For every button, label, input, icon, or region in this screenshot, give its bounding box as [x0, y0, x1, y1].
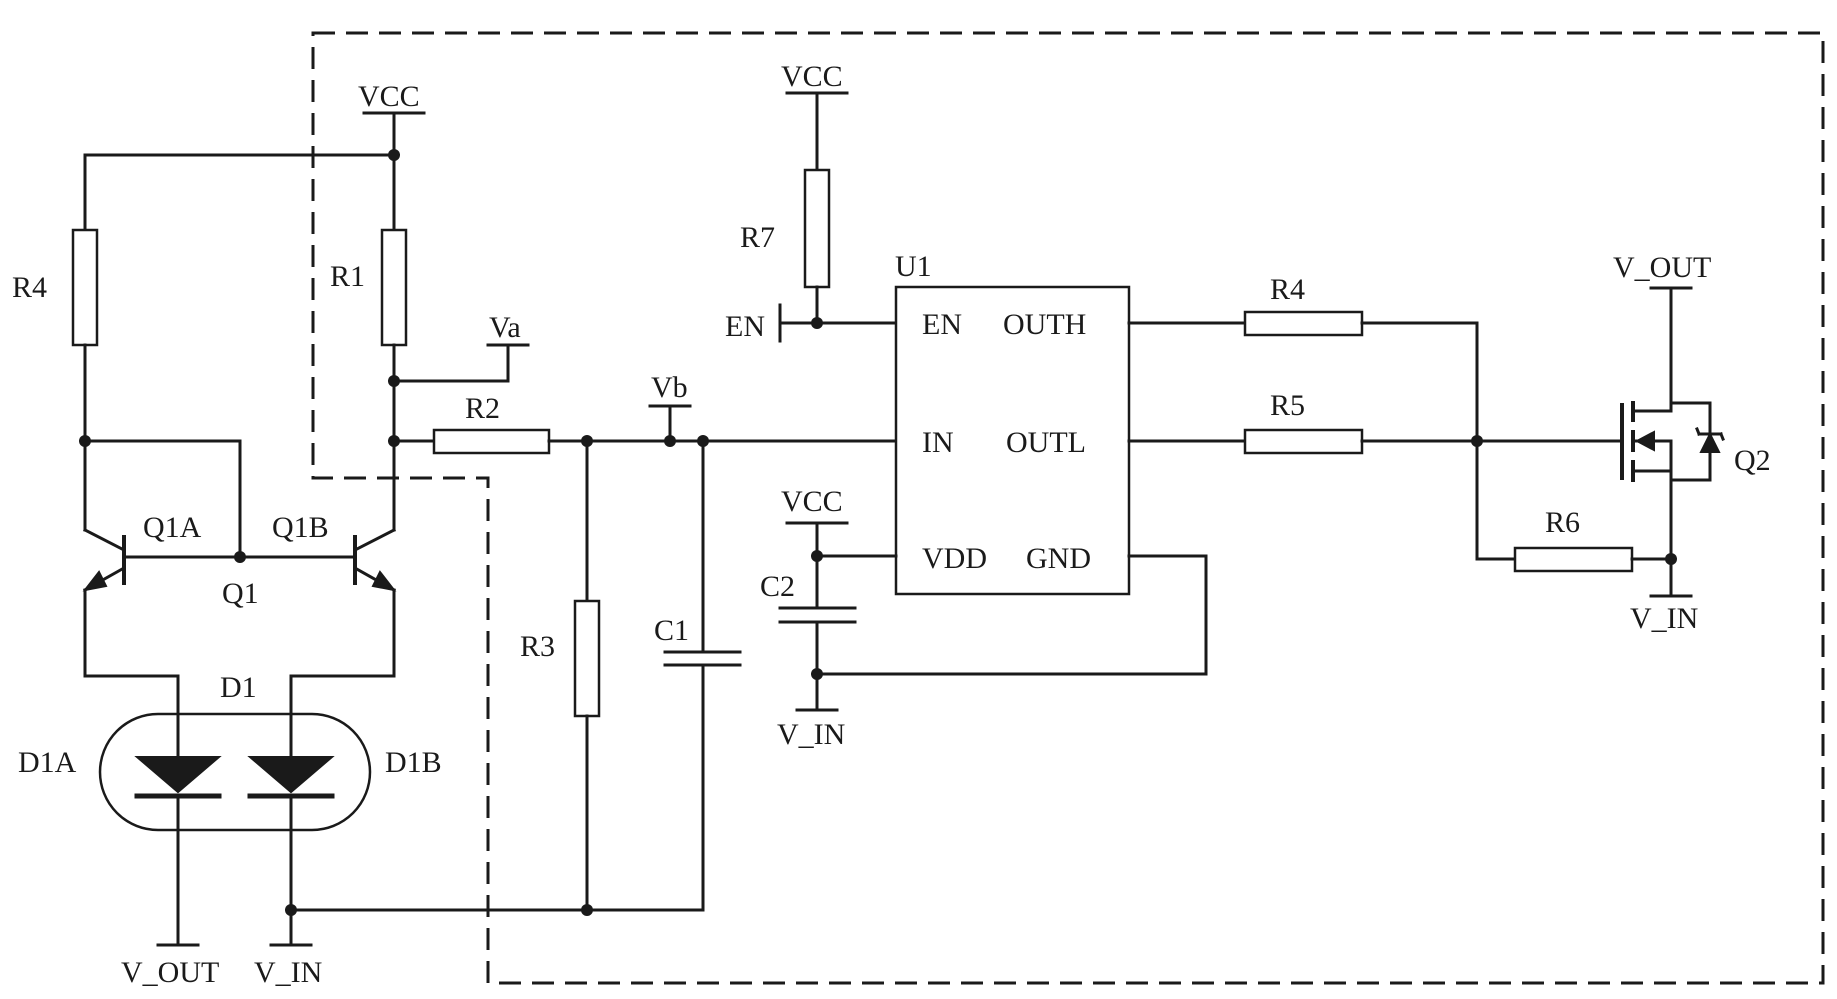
- u1-pin-en: EN: [922, 308, 962, 341]
- u1-pin-gnd: GND: [1026, 542, 1091, 575]
- q1-label: Q1: [222, 577, 259, 610]
- q2-label: Q2: [1734, 444, 1771, 477]
- dashed-boundary: [311, 31, 1825, 985]
- driver-network: [778, 91, 1208, 712]
- vb-label: Vb: [651, 371, 688, 404]
- c1-label: C1: [654, 614, 689, 647]
- q1a-label: Q1A: [143, 511, 202, 544]
- r6-label: R6: [1545, 506, 1580, 539]
- r2-label: R2: [465, 392, 500, 425]
- vcc-label-left: VCC: [358, 80, 420, 113]
- u1-pin-outh: OUTH: [1003, 308, 1086, 341]
- c2-label: C2: [760, 570, 795, 603]
- u1-pin-labels: EN OUTH IN OUTL VDD GND: [922, 308, 1091, 575]
- r5-label: R5: [1270, 389, 1305, 422]
- r4-right-label: R4: [1270, 273, 1305, 306]
- r4-left-label: R4: [12, 271, 47, 304]
- u1-pin-outl: OUTL: [1006, 426, 1086, 459]
- d1-label: D1: [220, 671, 257, 704]
- d1b-label: D1B: [385, 746, 442, 779]
- v-out-bottom-label: V_OUT: [121, 956, 219, 989]
- output-stage: [1127, 286, 1725, 598]
- r3-label: R3: [520, 630, 555, 663]
- component-labels: VCC R4 R1 Va R2 Vb Q1A Q1B Q1 D1 D1A D1B…: [12, 60, 1771, 989]
- en-net-label: EN: [725, 310, 765, 343]
- v-in-c2-label: V_IN: [777, 718, 845, 751]
- v-out-q2-label: V_OUT: [1613, 251, 1711, 284]
- d1a-label: D1A: [18, 746, 77, 779]
- u1-pin-in: IN: [922, 426, 954, 459]
- u1-label: U1: [895, 250, 932, 283]
- q1b-label: Q1B: [272, 511, 329, 544]
- va-label: Va: [489, 311, 521, 344]
- vcc-c2-label: VCC: [781, 485, 843, 518]
- r1-label: R1: [330, 260, 365, 293]
- v-in-bottom-label: V_IN: [254, 956, 322, 989]
- vcc-r7-label: VCC: [781, 60, 843, 93]
- r7-label: R7: [740, 221, 775, 254]
- left-network: [71, 111, 898, 947]
- v-in-q2-label: V_IN: [1630, 602, 1698, 635]
- u1-pin-vdd: VDD: [922, 542, 987, 575]
